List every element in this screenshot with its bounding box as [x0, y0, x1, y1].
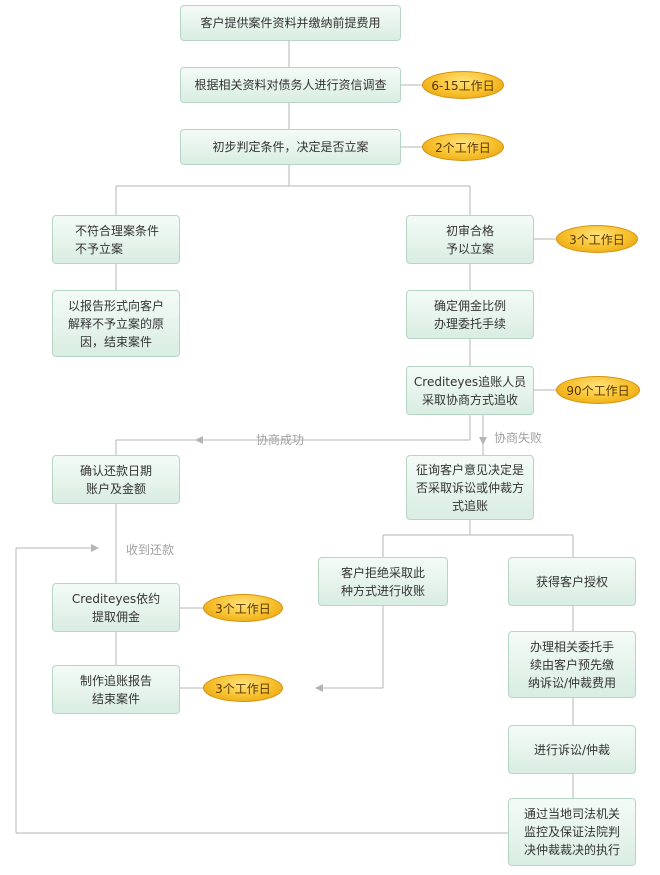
step-label: 根据相关资料对债务人进行资信调查	[194, 78, 387, 92]
label-negotiation-success: 协商成功	[256, 433, 305, 447]
step-consult-client: 征询客户意见决定是 否采取诉讼或仲裁方 式追账	[406, 455, 534, 520]
step-label: 通过当地司法机关 监控及保证法院判 决仲裁裁决的执行	[523, 807, 620, 857]
step-label: 以报告形式向客户 解释不予立案的原 因，结束案件	[67, 298, 164, 349]
duration-badge: 3个工作日	[203, 674, 283, 702]
duration-badge: 90个工作日	[556, 376, 640, 404]
step-litigation: 进行诉讼/仲裁	[508, 725, 636, 774]
step-enforcement: 通过当地司法机关 监控及保证法院判 决仲裁裁决的执行	[508, 798, 636, 866]
step-label: 确定佣金比例 办理委托手续	[433, 298, 506, 331]
step-confirm-repayment: 确认还款日期 账户及金额	[52, 455, 180, 504]
step-label: 进行诉讼/仲裁	[533, 742, 611, 757]
step-not-qualified: 不符合理案条件 不予立案	[52, 215, 180, 264]
duration-badge: 6-15工作日	[422, 71, 504, 99]
step-explain-report: 以报告形式向客户 解释不予立案的原 因，结束案件	[52, 290, 180, 357]
duration-badge: 3个工作日	[203, 594, 283, 622]
step-preliminary-judgement: 初步判定条件，决定是否立案	[180, 129, 401, 165]
step-negotiation: Crediteyes追账人员 采取协商方式追收	[406, 366, 534, 415]
label-negotiation-fail: 协商失败	[494, 431, 543, 445]
step-label: 初步判定条件，决定是否立案	[212, 140, 369, 154]
step-client-authorization: 获得客户授权	[508, 557, 636, 606]
step-label: Crediteyes依约 提取佣金	[71, 591, 161, 624]
step-final-report: 制作追账报告 结束案件	[52, 665, 180, 714]
step-litigation-fees: 办理相关委托手 续由客户预先缴 纳诉讼/仲裁费用	[508, 631, 636, 698]
step-submit-materials: 客户提供案件资料并缴纳前提费用	[180, 5, 401, 41]
step-label: 征询客户意见决定是 否采取诉讼或仲裁方 式追账	[415, 462, 524, 513]
step-accepted: 初审合格 予以立案	[406, 215, 534, 264]
step-credit-investigation: 根据相关资料对债务人进行资信调查	[180, 67, 401, 103]
step-label: 客户提供案件资料并缴纳前提费用	[200, 16, 381, 30]
step-client-refuses: 客户拒绝采取此 种方式进行收账	[318, 557, 448, 606]
duration-badge: 3个工作日	[556, 225, 638, 253]
step-label: 确认还款日期 账户及金额	[79, 463, 152, 496]
step-collect-commission: Crediteyes依约 提取佣金	[52, 583, 180, 632]
step-label: 制作追账报告 结束案件	[79, 673, 152, 706]
step-label: Crediteyes追账人员 采取协商方式追收	[413, 374, 527, 407]
step-label: 获得客户授权	[535, 574, 608, 589]
step-label: 办理相关委托手 续由客户预先缴 纳诉讼/仲裁费用	[527, 639, 617, 690]
step-label: 初审合格 予以立案	[445, 223, 494, 256]
duration-badge: 2个工作日	[422, 133, 504, 161]
step-commission-contract: 确定佣金比例 办理委托手续	[406, 290, 534, 339]
label-payment-received: 收到还款	[126, 543, 175, 557]
step-label: 客户拒绝采取此 种方式进行收账	[340, 565, 425, 598]
step-label: 不符合理案条件 不予立案	[75, 223, 160, 256]
